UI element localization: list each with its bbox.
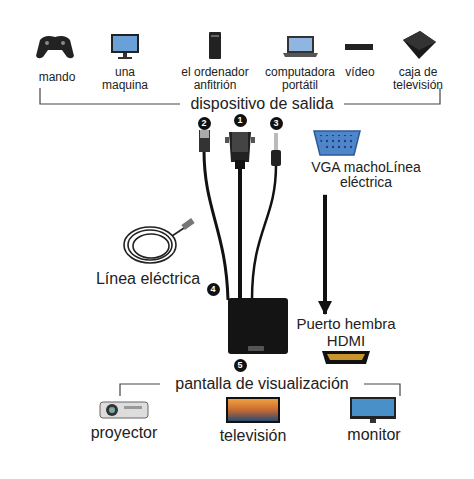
callout-number: 2 [198,117,211,130]
device-label: caja de televisión [385,66,451,92]
text-node: VGA machoLínea eléctrica [308,160,424,191]
tv-icon [226,397,280,423]
group-label: dispositivo de salida [180,95,344,113]
monitor-display-icon [350,397,396,423]
callout-number: 4 [207,283,220,296]
power-coil [124,227,184,263]
audio-jack-tip [274,133,278,151]
device-label: mando [30,71,84,84]
usb-connector [199,130,210,152]
device-label: vídeo [339,66,381,79]
device-label: Línea eléctrica [81,270,215,288]
group-label: pantalla de visualización [160,375,364,393]
audio-cable [252,165,276,300]
node-text: Puerto hembra HDMI [291,316,401,349]
flow-arrow [323,195,327,314]
device-label: el ordenador anfitrión [176,66,254,92]
callout-number: 5 [234,359,247,372]
device-label: televisión [207,427,299,445]
usb-tip [200,130,209,138]
vga-cable [238,168,242,300]
usb-plug [181,218,194,230]
hdmi-female-icon [322,351,370,364]
audio-jack-body [271,150,281,166]
laptop-icon [283,36,318,57]
converter-box [228,298,288,354]
gamepad-icon [36,36,74,58]
pc-tower-icon [209,32,221,59]
vga-male-icon [314,131,360,155]
vga-connector [225,132,255,169]
callout-number: 1 [234,114,247,127]
device-label: monitor [334,426,414,444]
monitor-icon [111,34,139,59]
projector-icon [100,402,148,418]
usb-cable [204,150,228,300]
tv-box-icon [403,31,436,59]
callout-number: 3 [270,117,283,130]
device-label: una maquina [95,66,155,92]
video-player-icon [345,44,373,50]
device-label: computadora portátil [259,66,341,92]
text-node: Puerto hembra HDMI [291,316,401,349]
node-text: VGA machoLínea eléctrica [308,160,424,191]
device-label: proyector [82,424,166,442]
